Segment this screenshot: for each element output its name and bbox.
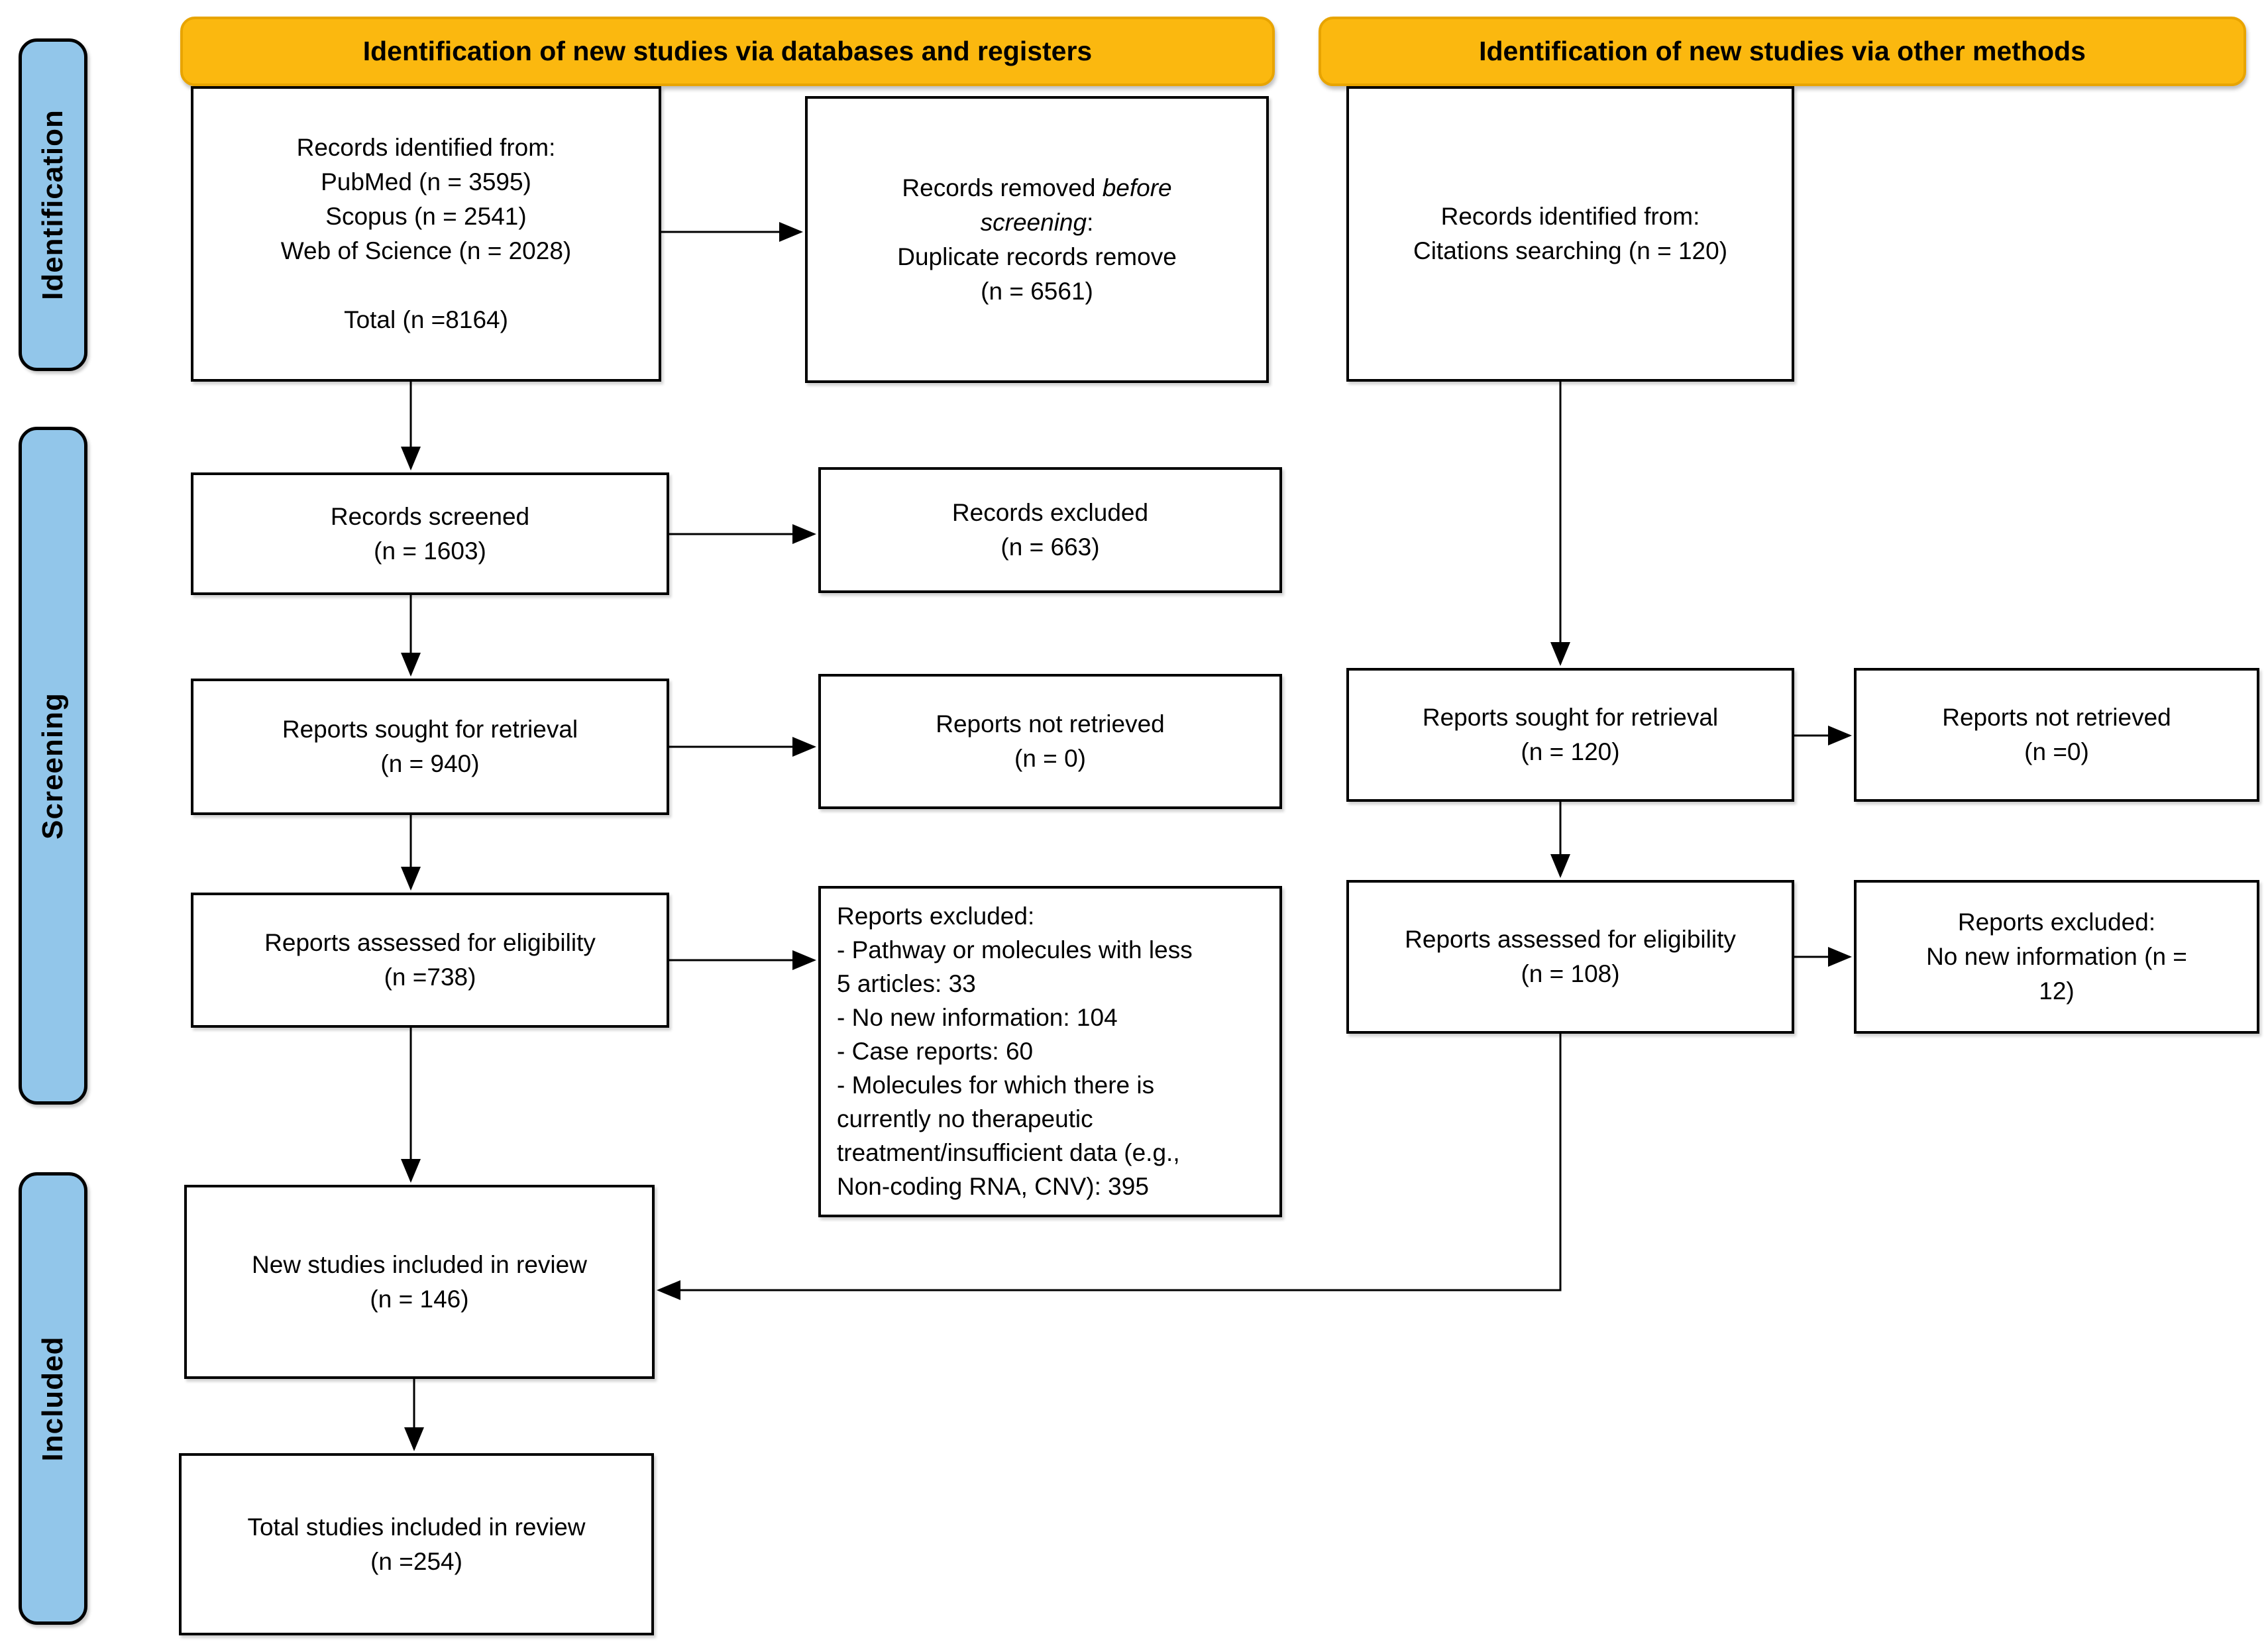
box-reports-not-retrieved-left: Reports not retrieved (n = 0)	[818, 674, 1282, 809]
records-removed-rest: Duplicate records remove (n = 6561)	[897, 243, 1177, 305]
box-total-studies-included: Total studies included in review (n =254…	[179, 1453, 654, 1635]
box-reports-not-retrieved-right-text: Reports not retrieved (n =0)	[1942, 704, 2171, 765]
header-databases-registers: Identification of new studies via databa…	[180, 17, 1275, 86]
box-records-screened: Records screened (n = 1603)	[191, 472, 669, 595]
box-reports-excluded-detail-text: Reports excluded: - Pathway or molecules…	[837, 903, 1193, 1200]
box-records-identified-databases-text: Records identified from: PubMed (n = 359…	[280, 134, 572, 333]
box-reports-assessed-left: Reports assessed for eligibility (n =738…	[191, 893, 669, 1028]
box-reports-not-retrieved-left-text: Reports not retrieved (n = 0)	[936, 710, 1165, 772]
stage-included: Included	[19, 1172, 87, 1625]
records-removed-line2: screening:	[897, 205, 1177, 240]
stage-included-label: Included	[36, 1336, 69, 1461]
header-databases-registers-label: Identification of new studies via databa…	[362, 36, 1093, 66]
records-removed-prefix: Records removed	[902, 174, 1103, 201]
box-reports-sought-left-text: Reports sought for retrieval (n = 940)	[282, 716, 578, 777]
box-reports-sought-right-text: Reports sought for retrieval (n = 120)	[1422, 704, 1719, 765]
stage-identification-label: Identification	[36, 109, 69, 300]
box-reports-sought-right: Reports sought for retrieval (n = 120)	[1346, 668, 1794, 802]
records-removed-line1: Records removed before	[897, 171, 1177, 205]
box-records-identified-other: Records identified from: Citations searc…	[1346, 86, 1794, 382]
header-other-methods-label: Identification of new studies via other …	[1479, 36, 2086, 66]
box-reports-not-retrieved-right: Reports not retrieved (n =0)	[1854, 668, 2259, 802]
header-other-methods: Identification of new studies via other …	[1319, 17, 2246, 86]
box-records-excluded: Records excluded (n = 663)	[818, 467, 1282, 593]
box-new-studies-included: New studies included in review (n = 146)	[184, 1185, 655, 1379]
stage-screening-label: Screening	[36, 692, 69, 840]
box-records-excluded-text: Records excluded (n = 663)	[951, 499, 1149, 561]
box-records-removed-before-screening: Records removed before screening: Duplic…	[805, 96, 1269, 383]
box-records-screened-text: Records screened (n = 1603)	[330, 502, 530, 565]
box-reports-excluded-right: Reports excluded: No new information (n …	[1854, 880, 2259, 1034]
records-removed-suffix: :	[1087, 208, 1094, 236]
records-removed-italic1: before	[1102, 174, 1172, 201]
records-removed-italic2: screening	[980, 208, 1087, 236]
box-records-identified-other-text: Records identified from: Citations searc…	[1413, 203, 1728, 264]
stage-screening: Screening	[19, 427, 87, 1105]
box-reports-assessed-right: Reports assessed for eligibility (n = 10…	[1346, 880, 1794, 1034]
box-total-studies-included-text: Total studies included in review (n =254…	[247, 1513, 586, 1575]
box-reports-excluded-right-text: Reports excluded: No new information (n …	[1926, 908, 2187, 1005]
box-new-studies-included-text: New studies included in review (n = 146)	[252, 1250, 587, 1313]
box-records-removed-text: Records removed before screening: Duplic…	[897, 171, 1177, 309]
box-records-identified-databases: Records identified from: PubMed (n = 359…	[191, 86, 661, 382]
stage-identification: Identification	[19, 38, 87, 371]
box-reports-assessed-right-text: Reports assessed for eligibility (n = 10…	[1405, 926, 1736, 987]
box-reports-sought-left: Reports sought for retrieval (n = 940)	[191, 679, 669, 815]
box-reports-assessed-left-text: Reports assessed for eligibility (n =738…	[264, 929, 596, 991]
box-reports-excluded-detail: Reports excluded: - Pathway or molecules…	[818, 886, 1282, 1217]
